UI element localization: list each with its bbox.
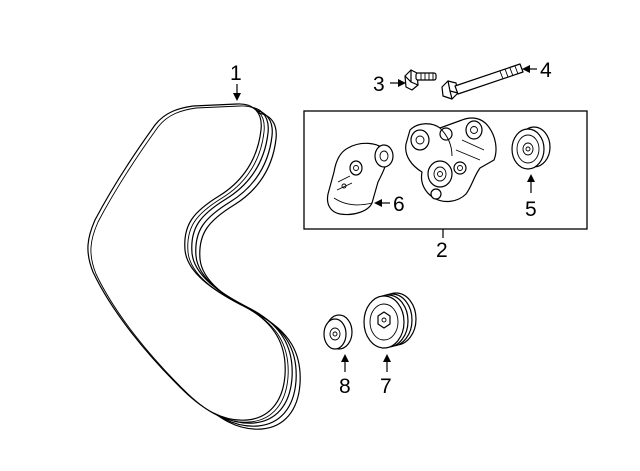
idler-pulley[interactable] — [511, 126, 551, 170]
bolt-icon — [404, 69, 437, 91]
callout-idler-pulley: 5 — [525, 174, 537, 221]
callout-tensioner-assembly-number: 2 — [436, 239, 448, 262]
bolt-long[interactable] — [441, 63, 524, 100]
callout-pulley-cap-number: 8 — [339, 375, 351, 398]
tensioner-arm[interactable] — [326, 142, 394, 216]
bolt-short[interactable] — [404, 69, 437, 91]
serpentine-belt[interactable] — [87, 103, 301, 430]
callout-pulley-cap: 8 — [339, 354, 351, 398]
pulley-grooved[interactable] — [363, 292, 417, 349]
callout-pulley-grooved: 7 — [380, 354, 392, 398]
long-bolt-icon — [441, 63, 524, 100]
tensioner-icon — [326, 142, 394, 216]
callout-tensioner-arm-number: 6 — [393, 193, 405, 216]
callout-bolt-long-number: 4 — [540, 59, 552, 82]
callout-pulley-grooved-number: 7 — [380, 375, 392, 398]
callout-belt: 1 — [230, 62, 242, 101]
tensioner-bracket — [405, 117, 497, 203]
callout-tensioner-assembly: 2 — [436, 229, 448, 262]
pulley-cap[interactable] — [323, 314, 353, 350]
tensioner-assembly-box-icon — [303, 110, 588, 230]
grooved-pulley-icon — [363, 292, 417, 349]
callout-bolt-short-number: 3 — [373, 73, 385, 96]
callout-tensioner-arm: 6 — [374, 193, 405, 216]
callout-belt-number: 1 — [230, 62, 242, 85]
tensioner-assembly-box[interactable] — [303, 110, 588, 230]
callout-bolt-long: 4 — [522, 59, 552, 82]
idler-pulley-icon — [511, 126, 551, 170]
callout-idler-pulley-number: 5 — [525, 198, 537, 221]
pulley-cap-icon — [323, 314, 353, 350]
callout-bolt-short: 3 — [373, 73, 406, 96]
